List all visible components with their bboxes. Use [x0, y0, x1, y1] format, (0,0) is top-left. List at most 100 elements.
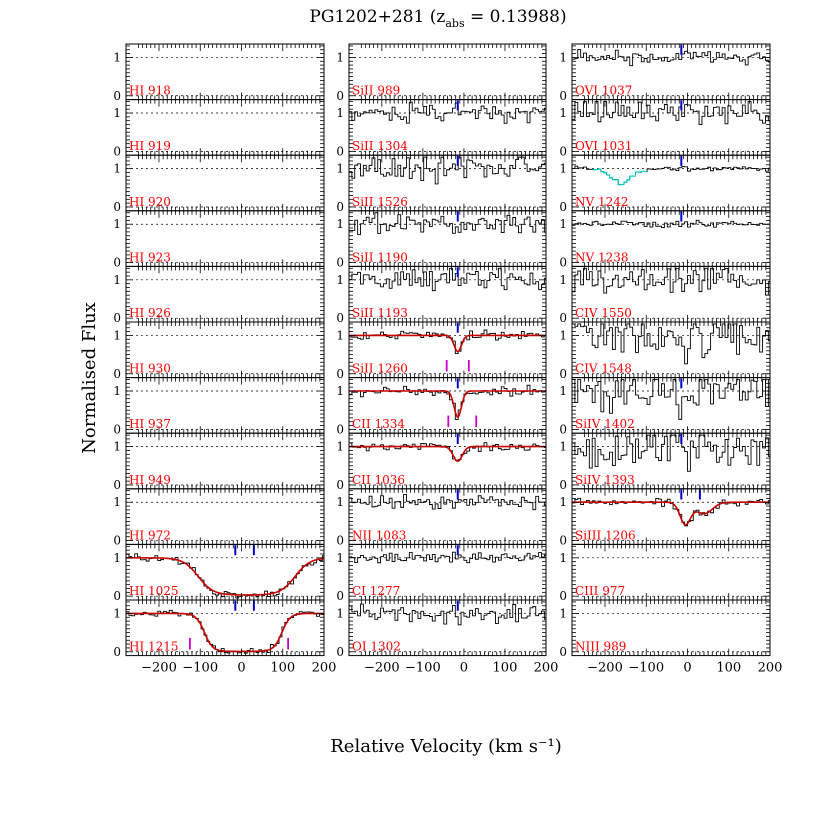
x-tick-label: −200	[364, 661, 400, 676]
transition-label: HI 972	[129, 528, 171, 542]
figure-title: PG1202+281 (zabs = 0.13988)	[309, 7, 566, 30]
y-tick-label: 0	[336, 422, 344, 436]
y-tick-label: 1	[113, 440, 121, 454]
y-tick-label: 1	[113, 106, 121, 120]
y-tick-label: 0	[336, 144, 344, 158]
transition-label: SiIV 1402	[575, 417, 635, 431]
flux-histogram	[349, 329, 546, 354]
y-tick-label: 0	[559, 89, 567, 103]
y-tick-label: 1	[336, 273, 344, 287]
transition-label: HI 926	[129, 306, 171, 320]
transition-label: HI 949	[129, 473, 171, 487]
y-tick-label: 0	[559, 144, 567, 158]
transition-label: HI 920	[129, 195, 171, 209]
y-tick-label: 0	[336, 256, 344, 270]
transition-label: NV 1242	[575, 195, 629, 209]
transition-label: HI 1215	[129, 640, 179, 654]
spectrum-panel: 0 1 NV 1242	[559, 154, 771, 214]
x-tick-label: 0	[683, 661, 691, 676]
transition-label: HI 923	[129, 250, 171, 264]
voigt-fit	[349, 445, 546, 462]
y-tick-label: 1	[336, 50, 344, 64]
transition-label: CII 1036	[352, 473, 405, 487]
transition-label: CIV 1550	[575, 306, 632, 320]
x-tick-label: 200	[312, 661, 337, 676]
flux-histogram	[572, 219, 770, 228]
transition-label: SiII 1193	[352, 306, 408, 320]
transition-label: OVI 1037	[575, 84, 632, 98]
y-tick-label: 0	[559, 478, 567, 492]
transition-label: SiII 1304	[352, 139, 408, 153]
x-tick-label: −100	[405, 661, 441, 676]
y-tick-label: 1	[336, 551, 344, 565]
y-tick-label: 1	[336, 217, 344, 231]
transition-label: HI 918	[129, 84, 171, 98]
y-tick-label: 1	[559, 606, 567, 620]
transition-label: CIII 977	[575, 584, 625, 598]
transition-label: SiII 1526	[352, 195, 408, 209]
y-tick-label: 1	[113, 273, 121, 287]
spectrum-panel: 0 1 HI 923	[113, 210, 325, 270]
x-tick-label: 0	[237, 661, 245, 676]
y-tick-label: 0	[113, 589, 121, 603]
y-tick-label: 0	[336, 589, 344, 603]
y-tick-label: 0	[113, 534, 121, 548]
transition-label: HI 1025	[129, 584, 179, 598]
y-tick-label: 0	[559, 367, 567, 381]
x-tick-label: 0	[460, 661, 468, 676]
flux-histogram	[349, 603, 546, 626]
x-tick-label: 200	[534, 661, 559, 676]
y-tick-label: 1	[336, 328, 344, 342]
flux-histogram	[349, 442, 546, 461]
transition-label: HI 919	[129, 139, 171, 153]
y-tick-label: 0	[113, 89, 121, 103]
y-tick-label: 0	[336, 200, 344, 214]
y-tick-label: 1	[336, 384, 344, 398]
y-tick-label: 0	[559, 200, 567, 214]
title-subscript: abs	[445, 17, 465, 30]
flux-histogram	[349, 267, 546, 292]
spectrum-panel: 0 1 HI 926	[113, 265, 325, 325]
flux-histogram	[349, 551, 546, 564]
flux-histogram	[572, 379, 770, 420]
y-tick-label: 0	[336, 89, 344, 103]
y-tick-label: 1	[559, 106, 567, 120]
y-tick-label: 1	[559, 162, 567, 176]
transition-label: SiII 989	[352, 84, 400, 98]
transition-label: SiIII 1206	[575, 528, 636, 542]
y-tick-label: 1	[113, 50, 121, 64]
y-tick-label: 1	[113, 217, 121, 231]
y-tick-label: 0	[113, 256, 121, 270]
flux-histogram	[572, 101, 770, 126]
y-tick-label: 0	[336, 311, 344, 325]
y-tick-label: 1	[559, 384, 567, 398]
y-tick-label: 0	[559, 645, 567, 659]
transition-label: NIII 989	[575, 640, 626, 654]
y-tick-label: 0	[559, 311, 567, 325]
y-tick-label: 1	[336, 106, 344, 120]
transition-label: OI 1302	[352, 640, 401, 654]
transition-label: NV 1238	[575, 250, 629, 264]
y-tick-label: 0	[559, 534, 567, 548]
y-tick-label: 0	[113, 311, 121, 325]
